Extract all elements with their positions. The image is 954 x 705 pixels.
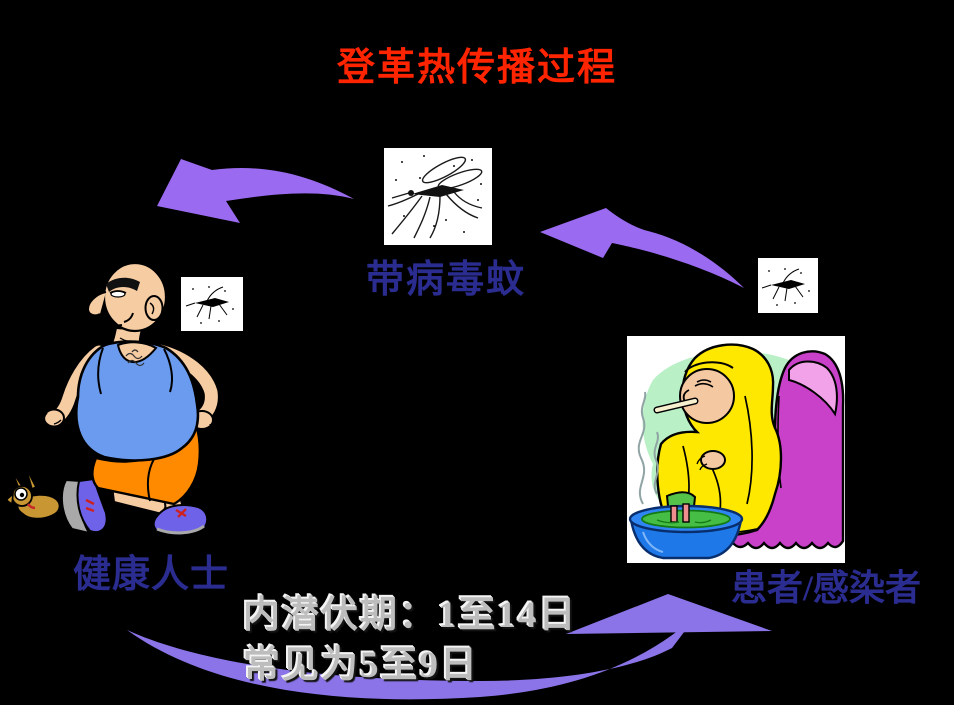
thermometer-icon xyxy=(653,397,699,414)
label-virus-mosquito: 带病毒蚊 xyxy=(366,259,527,301)
small-mosquito-image-left xyxy=(181,277,243,331)
mosquito-icon xyxy=(387,155,483,239)
small-mosquito-image-right xyxy=(758,258,818,313)
incubation-line-2: 常见为5至9日 xyxy=(243,645,479,686)
page-title: 登革热传播过程 xyxy=(336,47,617,89)
steam-icon xyxy=(637,391,659,505)
patient-hand xyxy=(700,450,726,470)
incubation-note: 内潜伏期：1至14日 常见为5至9日 xyxy=(243,591,578,691)
patient-illustration xyxy=(627,336,845,563)
arrow-mosquito-to-healthy xyxy=(157,159,354,223)
label-patient: 患者/感染者 xyxy=(731,568,922,608)
patient-face xyxy=(679,368,735,424)
blanketed-person xyxy=(653,343,783,537)
sick-person-icon xyxy=(628,343,845,560)
man-front-shoe xyxy=(152,503,209,537)
arrow-healthy-to-patient xyxy=(127,594,772,700)
virus-mosquito-image xyxy=(384,148,492,245)
dog-icon xyxy=(4,467,65,530)
label-healthy-person: 健康人士 xyxy=(73,554,230,596)
chest-hair xyxy=(125,349,145,367)
mosquito-icon-small xyxy=(185,286,234,324)
mosquito-icon-small xyxy=(761,268,810,306)
man-back-shoe xyxy=(60,477,108,535)
man-tank-top xyxy=(75,340,200,462)
healthy-person-illustration xyxy=(4,253,221,537)
incubation-line-1: 内潜伏期：1至14日 xyxy=(243,595,578,636)
footbath-basin xyxy=(628,503,744,560)
man-head xyxy=(86,253,168,333)
arrow-patient-to-mosquito xyxy=(540,208,744,288)
